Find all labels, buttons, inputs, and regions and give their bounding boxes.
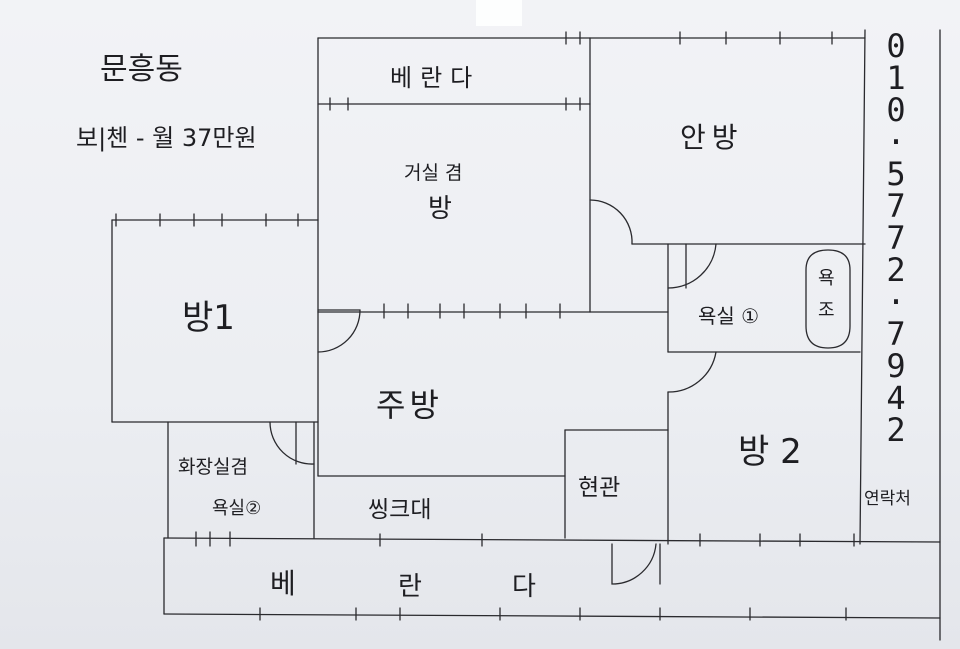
bathtub-label-1: 욕: [818, 268, 835, 289]
phone-number: 0 1 0 · 5 7 7 2 · 7 9 4 2: [876, 30, 916, 446]
room-2: 방 2: [738, 432, 802, 472]
phone-char: 7: [886, 219, 906, 257]
phone-char: 5: [886, 155, 906, 193]
phone-char: 0: [886, 27, 906, 65]
room-living-line2: 방: [428, 194, 452, 224]
door-entrance: [611, 543, 657, 585]
phone-char: 9: [886, 347, 906, 385]
phone-char: 0: [886, 91, 906, 129]
room-veranda-bottom-1: 베: [270, 567, 296, 600]
room-veranda-bottom-3: 다: [512, 572, 536, 602]
room-kitchen: 주방: [376, 386, 443, 424]
door-anbang: [589, 199, 633, 245]
phone-char: ·: [886, 123, 906, 161]
contact-label: 연락처: [864, 489, 911, 509]
phone-char: 2: [886, 411, 906, 449]
wall-veranda-bottom-bottom: [163, 613, 941, 619]
room-sink: 씽크대: [368, 497, 432, 523]
wall-veranda-bottom-top: [163, 537, 941, 543]
rent-info: 보|첸 - 월 37만원: [76, 124, 257, 152]
phone-char: 4: [886, 379, 906, 417]
room-toilet-line2: 욕실②: [212, 498, 262, 519]
room-living-line1: 거실 겸: [404, 162, 463, 184]
room-veranda-bottom-2: 란: [398, 572, 422, 602]
room-veranda-top: 베란다: [390, 64, 481, 92]
phone-char: 2: [886, 251, 906, 289]
room-1: 방1: [182, 298, 235, 338]
bathtub-label-2: 조: [818, 300, 835, 321]
tape-strip: [476, 0, 522, 26]
phone-char: ·: [886, 283, 906, 321]
location-title: 문흥동: [100, 52, 183, 87]
door-kitchen-left: [317, 309, 361, 353]
phone-char: 7: [886, 315, 906, 353]
room-bathroom1: 욕실 ①: [698, 304, 760, 328]
phone-char: 1: [886, 59, 906, 97]
wall-right-outer: [859, 29, 866, 545]
door-room2: [667, 351, 717, 393]
door-toilet: [269, 421, 315, 465]
window-ticks: [115, 31, 855, 621]
phone-char: 7: [886, 187, 906, 225]
room-entrance: 현관: [578, 475, 621, 501]
room-toilet-line1: 화장실겸: [178, 456, 248, 478]
room-master: 안방: [680, 121, 744, 154]
bathtub-outline: [805, 249, 851, 349]
door-bath1: [667, 243, 717, 289]
